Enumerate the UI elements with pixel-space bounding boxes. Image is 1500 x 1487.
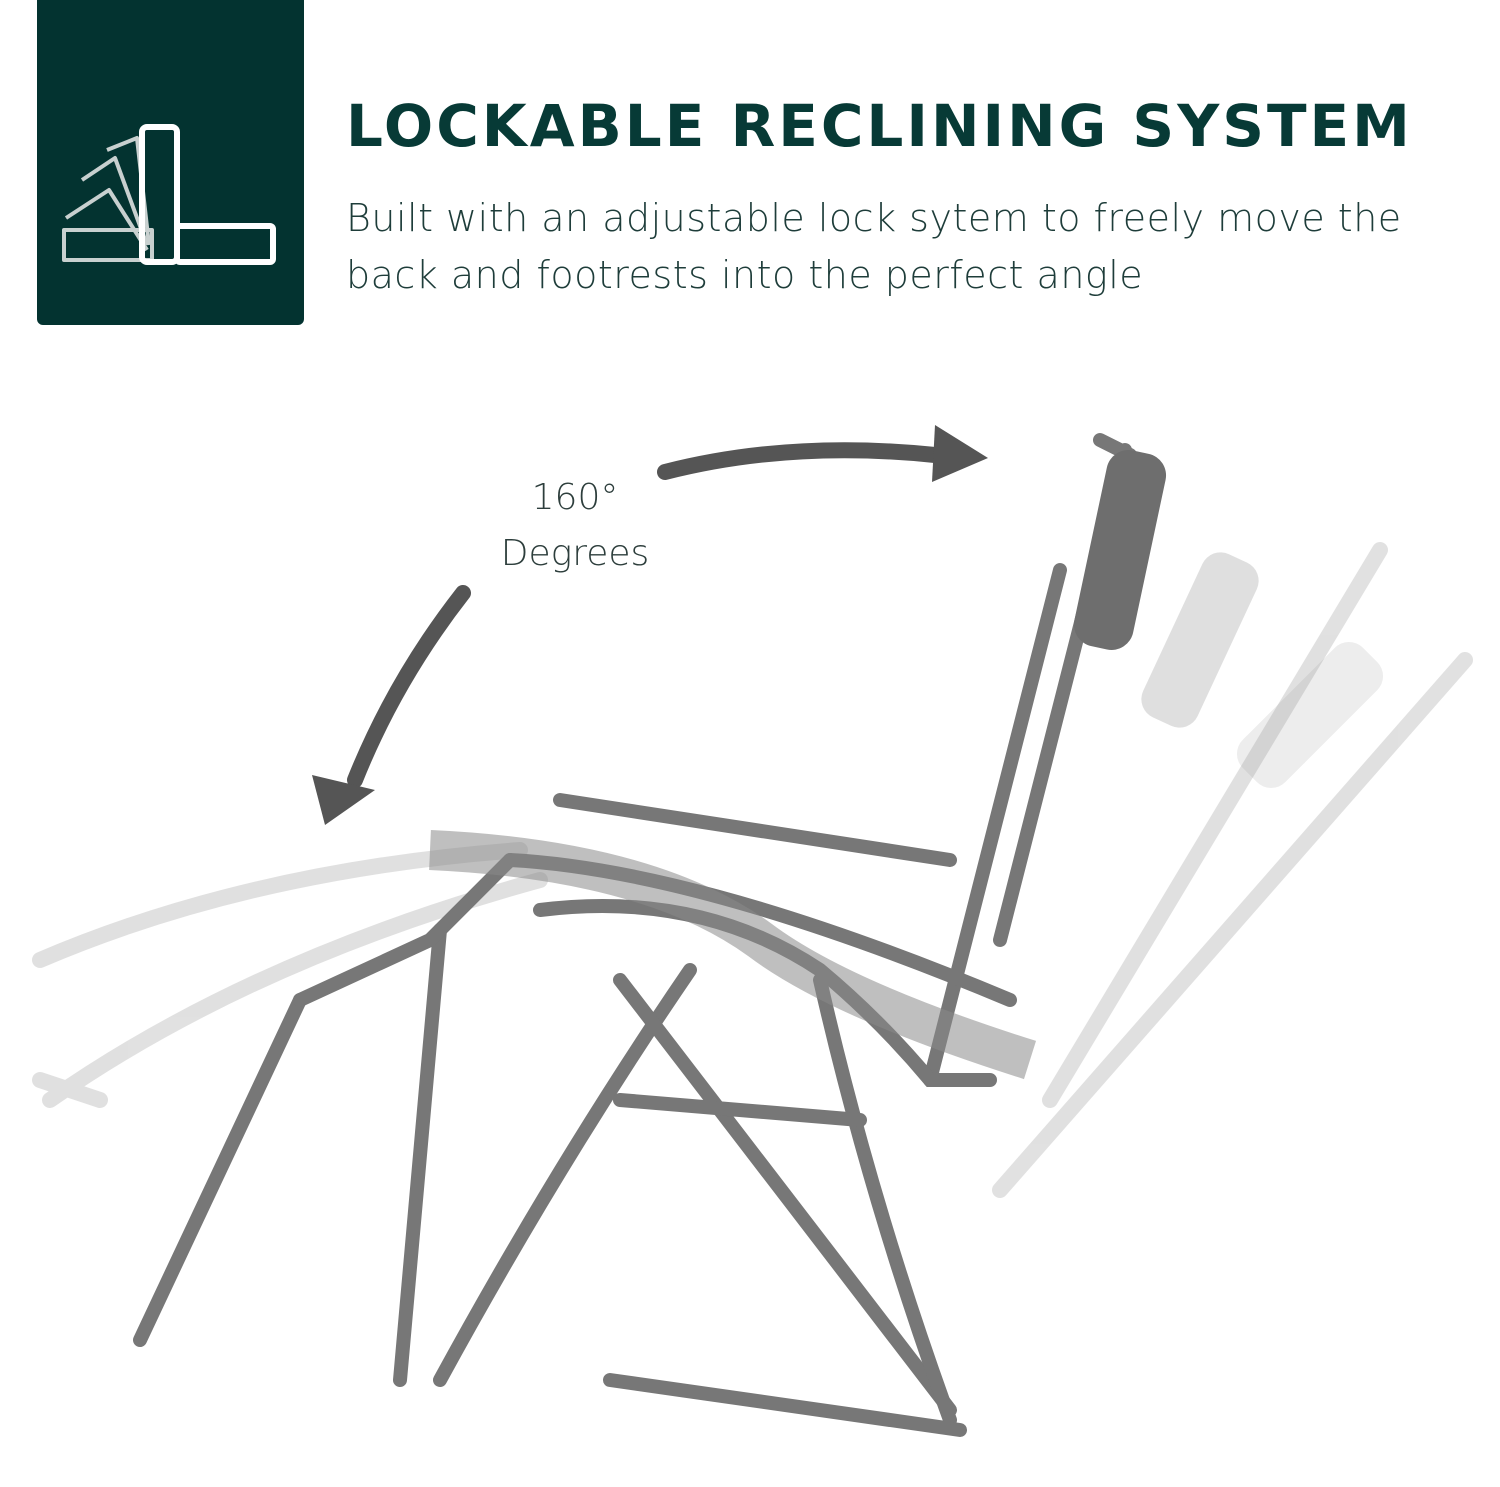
angle-value: 160° xyxy=(531,477,619,518)
rotate-arrow-top-icon xyxy=(657,425,988,482)
rotate-arrow-bottom-icon xyxy=(312,585,471,825)
headline: LOCKABLE RECLINING SYSTEM xyxy=(346,92,1413,160)
reclining-chair-illustration xyxy=(32,425,1473,1437)
recline-angle-icon xyxy=(62,124,276,265)
angle-label: 160° Degrees xyxy=(470,470,680,582)
description: Built with an adjustable lock sytem to f… xyxy=(346,196,1402,297)
feature-icon-badge xyxy=(37,0,304,325)
angle-unit: Degrees xyxy=(500,533,650,574)
